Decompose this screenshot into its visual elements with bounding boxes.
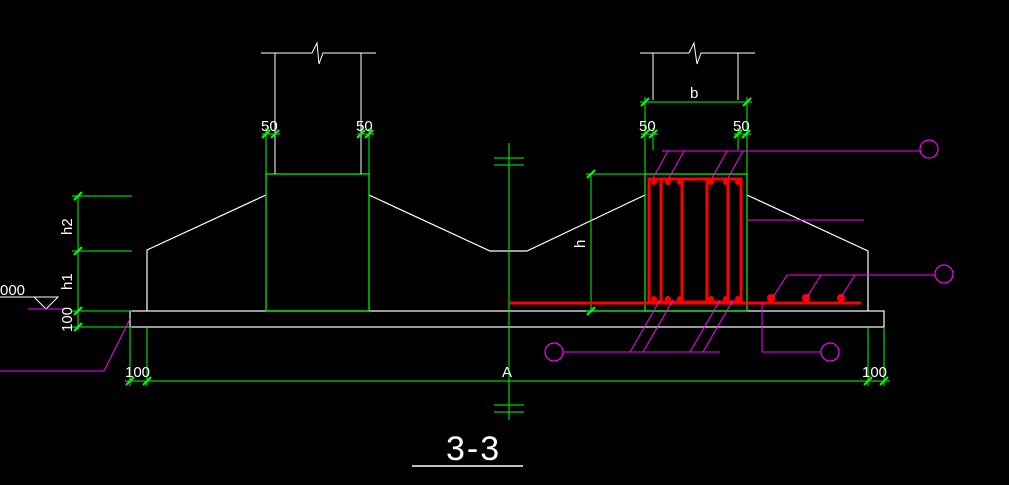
elevation-marker	[0, 296, 64, 310]
callout-circle-bottom-left	[544, 342, 564, 362]
section-title: 3-3	[446, 430, 501, 468]
dim-right-col-left-50: 50	[639, 118, 656, 135]
blinding-layer	[129, 310, 885, 328]
foundation-outline	[146, 194, 869, 311]
column-rebar-cage	[510, 177, 861, 305]
dim-slope-height-h2: h2	[59, 218, 76, 235]
dim-pedestal-height-h: h	[572, 240, 589, 248]
dim-left-overhang-100: 100	[125, 364, 150, 381]
dim-left-col-left-50: 50	[261, 118, 278, 135]
dim-blinding-100: 100	[59, 307, 76, 332]
leader-lines	[0, 150, 935, 372]
dimension-lines	[72, 97, 890, 386]
dim-base-height-h1: h1	[59, 273, 76, 290]
dim-left-col-right-50: 50	[356, 118, 373, 135]
dim-foundation-width-a: A	[502, 364, 512, 381]
left-column	[265, 173, 370, 312]
right-column	[644, 173, 748, 312]
callout-circle-top	[919, 139, 939, 159]
elevation-label: 000	[0, 282, 25, 299]
callout-circles	[544, 139, 954, 362]
right-column-break	[640, 41, 755, 100]
callout-circle-right	[934, 264, 954, 284]
callout-circle-bottom-right	[820, 342, 840, 362]
dim-right-overhang-100: 100	[862, 364, 887, 381]
center-line	[494, 143, 524, 420]
dim-right-col-right-50: 50	[733, 118, 750, 135]
left-column-break	[261, 41, 376, 174]
dim-column-width-b: b	[690, 85, 698, 102]
dimension-ticks	[73, 97, 889, 386]
rebar-dots	[651, 179, 845, 302]
